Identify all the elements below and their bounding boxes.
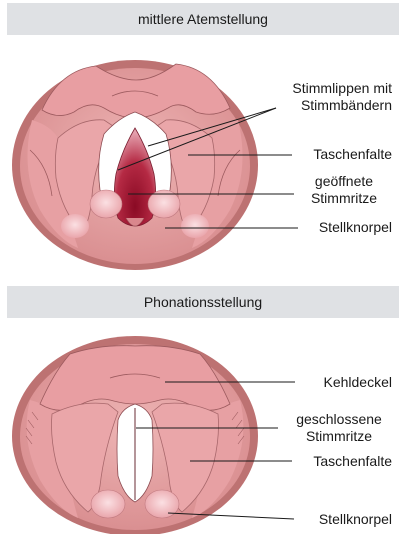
label-arytenoid-2: Stellknorpel [319,511,392,527]
label-glottis-closed-1: geschlossene [283,411,395,427]
epiglottis [40,346,230,411]
label-glottis-open-1: geöffnete [296,173,392,189]
label-arytenoid-1: Stellknorpel [319,219,392,235]
arytenoid-left [91,490,125,518]
label-vocal-folds-2: Stimmbändern [301,97,392,113]
arytenoid-left [90,190,122,218]
label-glottis-closed-2: Stimmritze [283,428,395,444]
larynx-open [12,60,298,270]
label-ventricular-fold-2: Taschenfalte [313,453,392,469]
label-ventricular-fold-1: Taschenfalte [313,146,392,162]
larynx-closed [12,336,295,534]
label-epiglottis: Kehldeckel [324,374,393,390]
label-glottis-open-2: Stimmritze [296,190,392,206]
arytenoid-right [145,490,179,518]
label-vocal-folds-1: Stimmlippen mit [292,80,392,96]
